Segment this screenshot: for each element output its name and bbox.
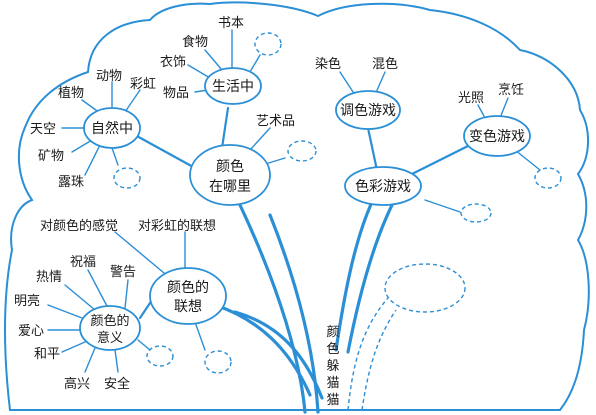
leaf-line-nature-stub [111,147,119,166]
leaf-cook: 烹饪 [498,83,524,98]
leaf-line-peace [61,341,86,353]
meaning-label-line2: 意义 [97,330,123,346]
root-char-4: 猫 [326,376,339,391]
trunk-right [334,200,374,352]
leaf-art: 艺术品 [256,114,295,129]
leaf-mix: 混色 [372,56,398,72]
leaf-line-passion [64,284,96,311]
empty-node-meaning [146,345,174,367]
root-char-2: 色 [326,341,339,357]
where-hub-line2: 在哪里 [209,179,251,195]
branch-assoc-to-meaning [138,298,154,320]
leaf-sky: 天空 [30,122,56,137]
root-char-5: 猫 [326,393,339,408]
leaf-line-change-stub [514,149,541,171]
trunk-right-inner [346,203,394,354]
leaf-plant: 植物 [58,86,84,101]
leaf-dew: 露珠 [58,175,84,190]
leaf-warning: 警告 [110,264,136,280]
nature-label: 自然中 [91,120,133,137]
leaf-line-dye [339,71,356,96]
leaf-items: 物品 [163,86,189,101]
leaf-animal: 动物 [96,69,122,84]
empty-node-life [254,32,282,56]
leaf-bright: 明亮 [14,293,40,309]
change-label: 变色游戏 [469,128,525,145]
branch-games-to-change [408,143,472,177]
root-char-3: 躲 [326,358,339,374]
empty-node-change [534,167,562,189]
empty-node-where [287,140,317,162]
leaf-line-safe [114,349,119,373]
leaf-happy: 高兴 [64,376,90,392]
leaf-line-life-stub [249,54,261,73]
empty-node-nature [113,167,141,189]
branch-where-to-life [220,106,230,150]
trunk-lower-left-2 [233,310,324,400]
leaf-line-mineral [71,139,93,153]
leaf-rainbow-assoc: 对彩虹的联想 [138,218,216,234]
leaf-clothing: 衣饰 [160,54,186,70]
leaf-line-food [204,49,223,71]
leaf-line-meaning-stub [137,339,151,351]
leaf-line-rainbow [124,89,141,113]
node-nature [83,107,141,149]
leaf-passion: 热情 [36,270,62,285]
games-label: 色彩游戏 [355,178,411,195]
leaf-book: 书本 [218,16,244,31]
empty-node-large [384,263,466,313]
leaf-mineral: 矿物 [38,149,64,164]
leaf-line-happy [84,347,96,373]
node-assoc [149,267,227,325]
leaf-blessing: 祝福 [70,255,96,270]
root-char-1: 颜 [326,324,339,340]
empty-node-games [460,203,492,223]
mix-label: 调色游戏 [340,102,396,119]
leaf-line-blessing [87,269,109,309]
branch-where-to-art [249,127,271,151]
leaf-line-clothing [187,64,211,79]
leaf-line-light [477,104,486,119]
trunk-left [238,203,307,414]
empty-node-assoc [204,350,232,374]
leaf-food: 食物 [182,34,208,50]
leaf-light: 光照 [458,91,484,106]
branch-where-to-nature [133,133,197,170]
leaf-line-cook [499,97,509,119]
node-life [204,67,262,105]
leaf-feeling: 对颜色的感觉 [40,218,118,234]
node-change [463,115,531,157]
meaning-label-line1: 颜色的 [90,313,129,329]
leaf-peace: 和平 [34,347,60,362]
empty-branch-large [347,297,389,411]
leaf-rainbow: 彩虹 [130,77,156,92]
trunk-lower-left [213,303,312,397]
trunk-left-inner [268,213,320,414]
node-mix [335,90,401,130]
tree-crown-outline [4,1,590,411]
leaf-line-dew [84,144,101,176]
where-hub-line1: 颜色 [216,158,244,175]
branch-games-stub [424,199,461,213]
leaf-dye: 染色 [315,56,341,72]
leaf-safe: 安全 [104,376,130,392]
leaf-line-warning [124,279,129,309]
assoc-hub-line2: 联想 [174,299,202,315]
node-meaning [79,305,141,351]
branch-assoc-stub [194,321,206,351]
branch-assoc-to-feeling [114,231,171,279]
life-label: 生活中 [212,79,254,95]
leaf-love: 爱心 [18,324,44,339]
node-games [344,166,422,206]
node-where [189,144,271,206]
leaf-line-bright [47,304,83,319]
assoc-hub-line1: 颜色的 [167,279,209,296]
